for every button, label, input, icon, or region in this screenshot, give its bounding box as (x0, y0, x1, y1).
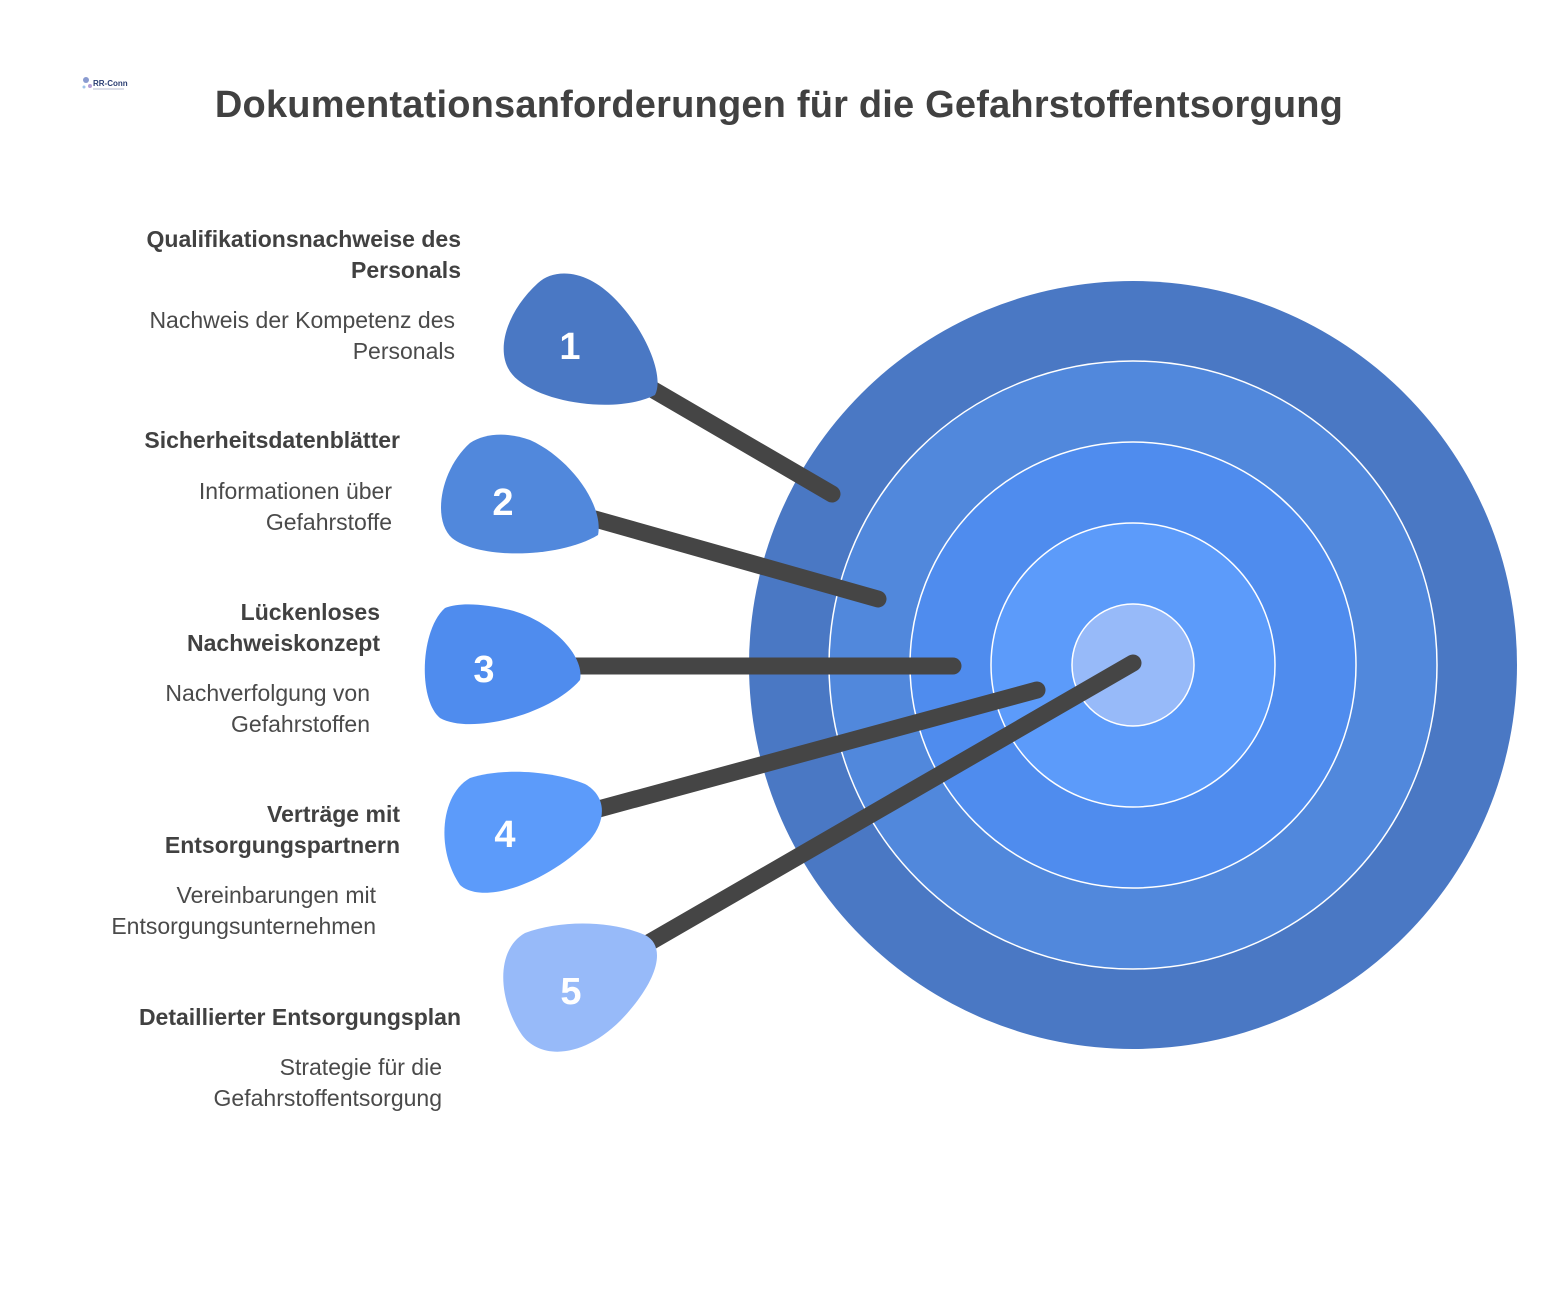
arrow-head-3: 3 (424, 604, 581, 725)
svg-text:RR-Connect: RR-Connect (93, 79, 128, 88)
arrow-number-4: 4 (494, 814, 515, 856)
item-description-2: Informationen über Gefahrstoffe (198, 478, 392, 535)
item-description-3: Nachverfolgung von Gefahrstoffen (165, 680, 370, 737)
item-description-1: Nachweis der Kompetenz des Personals (149, 307, 455, 364)
arrow-number-5: 5 (560, 971, 581, 1013)
page-title: Dokumentationsanforderungen für die Gefa… (214, 84, 1344, 126)
arrow-head-4: 4 (444, 771, 602, 893)
item-label-3: Lückenloses Nachweiskonzept (120, 597, 380, 659)
arrow-shaft-1 (636, 376, 841, 503)
arrow-shaft-5 (636, 654, 1142, 954)
item-description-4: Vereinbarungen mit Entsorgungsunternehme… (111, 882, 376, 939)
item-heading-3: Lückenloses Nachweiskonzept (187, 599, 380, 656)
arrow-shaft-2 (586, 510, 887, 608)
arrow-head-5: 5 (503, 923, 657, 1052)
item-description-5: Strategie für die Gefahrstoffentsorgung (213, 1054, 442, 1111)
item-heading-5: Detaillierter Entsorgungsplan (138, 1004, 461, 1030)
item-desc-block-3: Nachverfolgung von Gefahrstoffen (110, 658, 370, 740)
arrow-number-2: 2 (492, 482, 513, 524)
item-desc-block-4: Vereinbarungen mit Entsorgungsunternehme… (66, 860, 376, 942)
item-heading-2: Sicherheitsdatenblätter (144, 427, 400, 453)
item-label-5: Detaillierter Entsorgungsplan (81, 1002, 461, 1033)
arrow-shaft-4 (586, 681, 1046, 819)
item-heading-4: Verträge mit Entsorgungspartnern (164, 801, 400, 858)
item-desc-block-2: Informationen über Gefahrstoffe (142, 456, 392, 538)
item-desc-block-5: Strategie für die Gefahrstoffentsorgung (182, 1032, 442, 1114)
arrow-number-3: 3 (473, 649, 494, 691)
item-label-4: Verträge mit Entsorgungspartnern (140, 799, 400, 861)
company-logo-icon: RR-Connect (82, 77, 128, 90)
arrow-head-1: 1 (503, 273, 658, 405)
item-desc-block-1: Nachweis der Kompetenz des Personals (125, 285, 455, 367)
arrow-number-1: 1 (559, 326, 580, 368)
item-label-2: Sicherheitsdatenblätter (20, 425, 400, 456)
item-heading-1: Qualifikationsnachweise des Personals (146, 226, 461, 283)
arrow-head-2: 2 (440, 434, 599, 554)
item-label-1: Qualifikationsnachweise des Personals (81, 224, 461, 286)
